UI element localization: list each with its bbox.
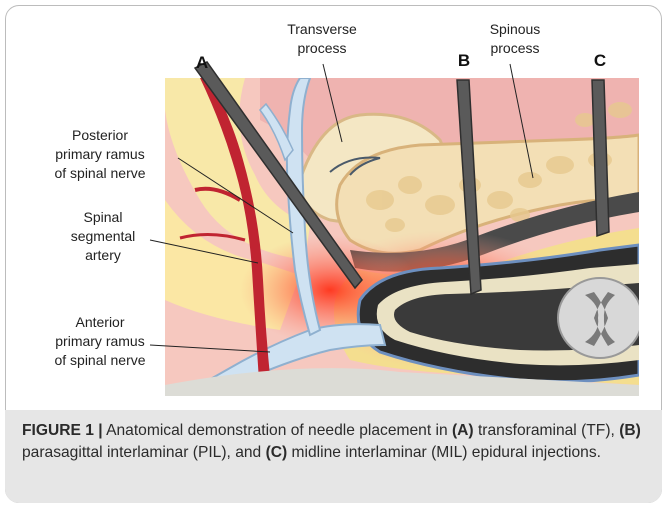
caption-text-1: Anatomical demonstration of needle place… (103, 422, 452, 439)
figure-caption: FIGURE 1 | Anatomical demonstration of n… (22, 420, 652, 464)
label-transverse-1: Transverse (287, 21, 357, 37)
label-posterior-3: of spinal nerve (54, 165, 145, 181)
label-artery-1: Spinal (84, 209, 123, 225)
label-artery-3: artery (85, 247, 121, 263)
label-spinous-2: process (490, 40, 539, 56)
figure-number: FIGURE 1 | (22, 422, 103, 439)
caption-label-a: (A) (452, 422, 474, 439)
label-spinous-1: Spinous (490, 21, 541, 37)
label-posterior-2: primary ramus (55, 146, 144, 162)
caption-label-b: (B) (619, 422, 641, 439)
label-transverse-2: process (297, 40, 346, 56)
label-anterior-3: of spinal nerve (54, 352, 145, 368)
needle-c-label: C (594, 51, 606, 70)
label-artery-2: segmental (71, 228, 136, 244)
caption-text-2: transforaminal (TF), (474, 422, 620, 439)
figure-illustration: A B C Transverse process Spinous process… (0, 0, 669, 405)
caption-text-3: parasagittal interlaminar (PIL), and (22, 444, 266, 461)
label-posterior-1: Posterior (72, 127, 128, 143)
caption-label-c: (C) (266, 444, 288, 461)
needle-b-label: B (458, 51, 470, 70)
caption-text-4: midline interlaminar (MIL) epidural inje… (287, 444, 601, 461)
label-anterior-2: primary ramus (55, 333, 144, 349)
needle-a-label: A (196, 53, 208, 72)
label-anterior-1: Anterior (75, 314, 124, 330)
